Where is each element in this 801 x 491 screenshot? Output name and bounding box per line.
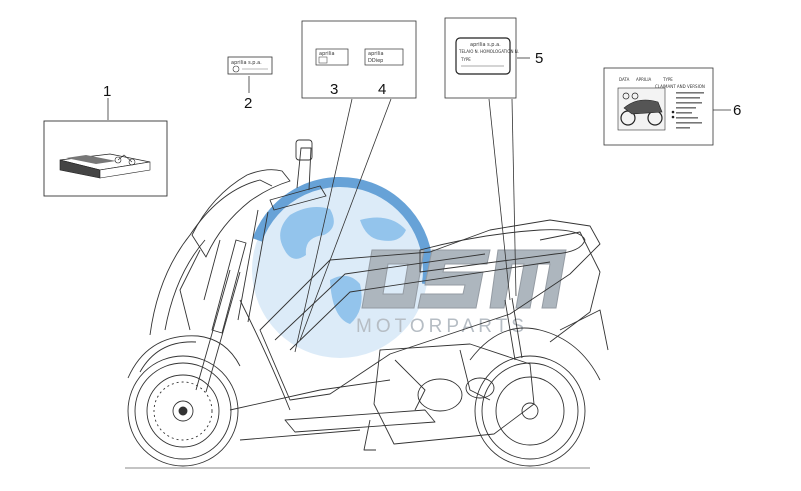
rear-wheel <box>474 355 586 467</box>
decal-4[interactable]: aprilia DDiep <box>364 48 404 66</box>
decal-6-line2: CLAIMANT AND VERSION <box>655 84 705 89</box>
callout-6[interactable]: 6 <box>733 102 741 119</box>
scooter-outline <box>125 139 609 469</box>
decal-2-brand-label[interactable]: aprilia s.p.a. <box>227 56 273 75</box>
decal-5-id-plate[interactable]: aprilia s.p.a. TELAIO N. HOMOLOGATION N.… <box>444 17 519 99</box>
watermark-tagline: MOTORPARTS <box>356 316 528 337</box>
plate-type: TYPE <box>460 57 471 62</box>
osm-watermark: MOTORPARTS <box>247 177 567 363</box>
decal-6-head-mid: APRILIA <box>636 77 652 82</box>
decal-4-text: aprilia <box>368 51 384 57</box>
decal-6-info-label[interactable]: DATA APRILIA TYPE CLAIMANT AND VERSION <box>603 67 714 146</box>
callout-numbers: 1 2 3 4 5 6 <box>103 50 741 119</box>
callout-5[interactable]: 5 <box>535 50 543 67</box>
decal-2-circle-icon <box>232 65 240 73</box>
decal-6-head-right: TYPE <box>662 77 673 82</box>
decal-1-manual[interactable] <box>43 120 168 197</box>
decal-2-text: aprilia s.p.a. <box>231 60 262 66</box>
callout-2[interactable]: 2 <box>244 95 252 112</box>
callout-4[interactable]: 4 <box>378 81 386 98</box>
front-wheel <box>127 355 239 467</box>
decal-3-text: aprilia <box>319 51 335 57</box>
decal-6-head-left: DATA <box>619 77 630 82</box>
decal-4-subtext: DDiep <box>368 58 383 64</box>
callout-3[interactable]: 3 <box>330 81 338 98</box>
callout-1[interactable]: 1 <box>103 83 111 100</box>
plate-brand: aprilia s.p.a. <box>470 42 501 48</box>
decal-3[interactable]: aprilia <box>315 48 349 66</box>
leader-lines <box>107 57 731 353</box>
watermark-letters <box>361 249 567 309</box>
plate-line: TELAIO N. HOMOLOGATION N. <box>458 49 519 54</box>
decal-3-4-group[interactable]: aprilia aprilia DDiep <box>301 20 417 99</box>
